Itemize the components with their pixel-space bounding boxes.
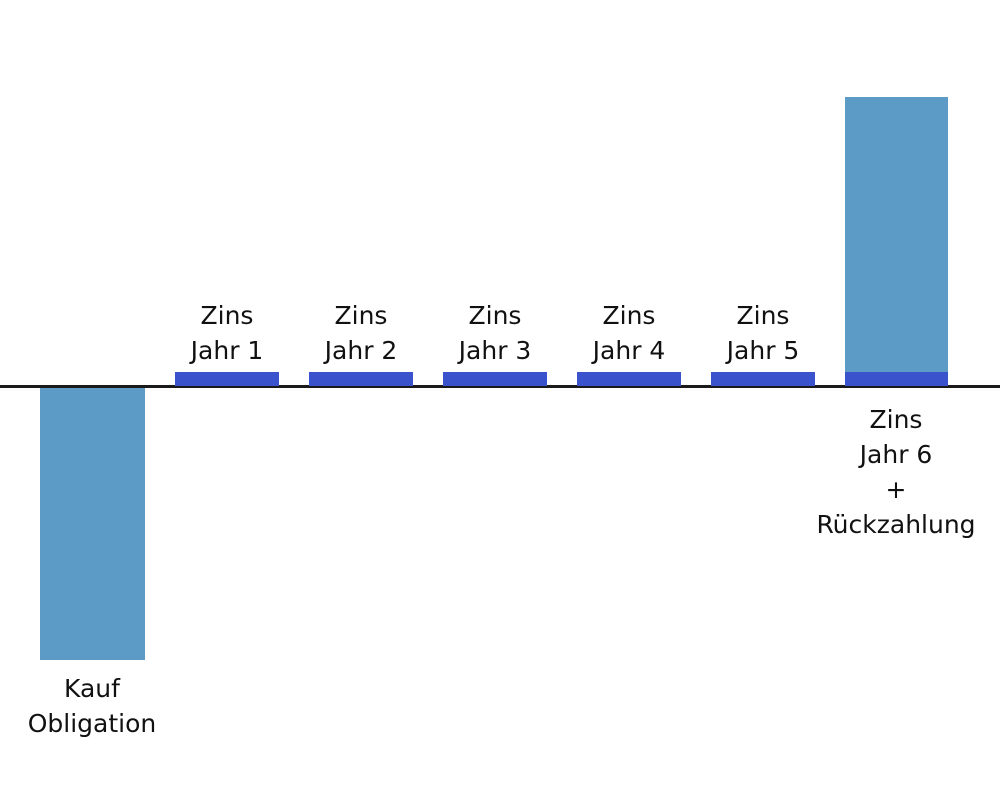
bar-rueckzahlung-jahr-6 <box>845 97 948 372</box>
bar-label-zins-jahr-6-rueckzahlung: Zins Jahr 6 + Rückzahlung <box>816 405 976 539</box>
bar-zins-jahr-4 <box>577 372 681 386</box>
bar-label-zins-jahr-2: Zins Jahr 2 <box>324 301 398 365</box>
bar-zins-jahr-5 <box>711 372 815 386</box>
bar-kauf-obligation <box>40 388 145 660</box>
bar-label-zins-jahr-4: Zins Jahr 4 <box>592 301 666 365</box>
bar-label-zins-jahr-5: Zins Jahr 5 <box>726 301 800 365</box>
bar-label-zins-jahr-1: Zins Jahr 1 <box>190 301 264 365</box>
bar-zins-jahr-1 <box>175 372 279 386</box>
bar-zins-jahr-6 <box>845 372 948 386</box>
bar-label-zins-jahr-3: Zins Jahr 3 <box>458 301 532 365</box>
bar-label-kauf-obligation: Kauf Obligation <box>27 674 157 738</box>
zero-baseline-axis <box>0 385 1000 388</box>
bar-zins-jahr-3 <box>443 372 547 386</box>
bar-zins-jahr-2 <box>309 372 413 386</box>
